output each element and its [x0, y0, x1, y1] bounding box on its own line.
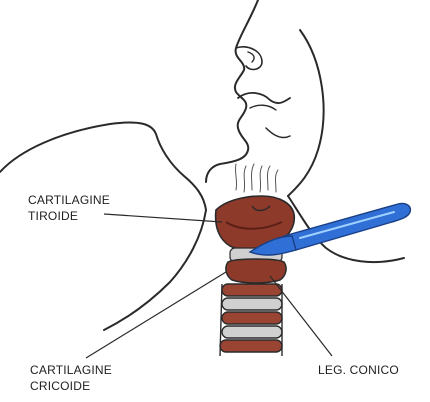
- lip-line: [250, 105, 276, 110]
- scalpel-handle: [284, 203, 410, 250]
- label-cricoid-cartilage: CARTILAGINE CRICOIDE: [30, 362, 112, 394]
- label-cricoid-line-2: CRICOIDE: [30, 378, 112, 394]
- label-cricoid-line-1: CARTILAGINE: [30, 362, 112, 378]
- label-thyroid-line-1: CARTILAGINE: [28, 192, 110, 208]
- tracheal-rings: [220, 284, 282, 352]
- label-conic-ligament: LEG. CONICO: [318, 362, 399, 378]
- label-thyroid-line-2: TIROIDE: [28, 208, 110, 224]
- face-profile-outline: [206, 0, 258, 182]
- label-thyroid-cartilage: CARTILAGINE TIROIDE: [28, 192, 110, 224]
- chin-line: [266, 128, 290, 138]
- tissue-strands: [235, 164, 278, 192]
- ear-outline: [236, 47, 262, 70]
- jaw-outline: [288, 30, 324, 196]
- ear-inner: [248, 52, 254, 62]
- neck-left-outline: [104, 210, 206, 330]
- cricoid-cartilage: [226, 259, 286, 283]
- leader-cricoid: [86, 272, 226, 358]
